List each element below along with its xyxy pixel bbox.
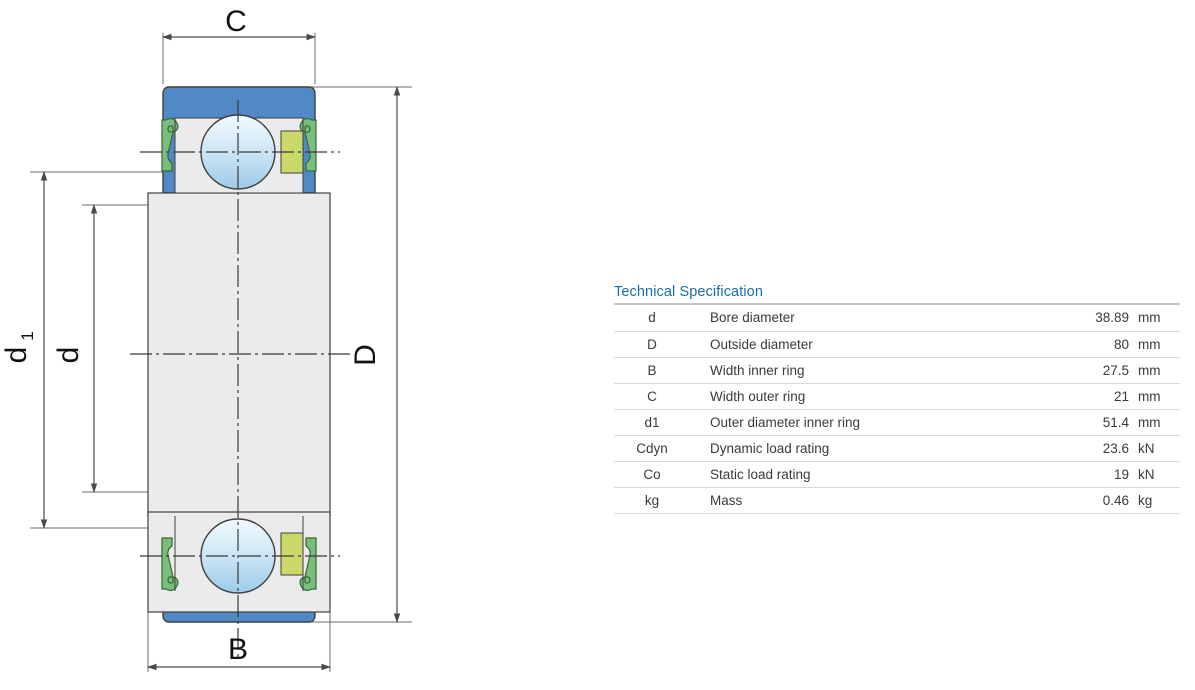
table-row: C Width outer ring 21 mm <box>614 383 1180 410</box>
row-description: Static load rating <box>698 461 1017 488</box>
row-symbol: d1 <box>614 409 698 436</box>
row-unit: mm <box>1135 409 1180 436</box>
table-row: Co Static load rating 19 kN <box>614 461 1180 488</box>
row-symbol: Cdyn <box>614 435 698 462</box>
dim-label-d: d <box>52 347 85 364</box>
row-unit: mm <box>1135 305 1180 332</box>
row-value: 51.4 <box>1017 409 1135 436</box>
row-symbol: D <box>614 331 698 358</box>
table-row: Cdyn Dynamic load rating 23.6 kN <box>614 435 1180 462</box>
row-value: 23.6 <box>1017 435 1135 462</box>
row-value: 80 <box>1017 331 1135 358</box>
table-row: d Bore diameter 38.89 mm <box>614 305 1180 332</box>
row-unit: mm <box>1135 331 1180 358</box>
dim-label-b: B <box>228 633 248 666</box>
seal <box>161 117 317 592</box>
bearing-drawing-panel: C B D d 1 d <box>0 5 412 672</box>
specification-table-body: d Bore diameter 38.89 mm D Outside diame… <box>614 305 1180 514</box>
row-description: Width outer ring <box>698 383 1017 410</box>
table-row: B Width inner ring 27.5 mm <box>614 357 1180 384</box>
svg-text:1: 1 <box>18 331 37 340</box>
row-symbol: C <box>614 383 698 410</box>
dim-label-c: C <box>225 5 247 38</box>
row-value: 21 <box>1017 383 1135 410</box>
seal-groove-lines <box>174 118 304 591</box>
row-description: Bore diameter <box>698 305 1017 332</box>
row-unit: mm <box>1135 383 1180 410</box>
row-unit: kN <box>1135 435 1180 462</box>
row-description: Mass <box>698 487 1017 514</box>
row-symbol: kg <box>614 487 698 514</box>
row-symbol: B <box>614 357 698 384</box>
row-value: 0.46 <box>1017 487 1135 514</box>
row-description: Outside diameter <box>698 331 1017 358</box>
row-value: 19 <box>1017 461 1135 488</box>
table-row: D Outside diameter 80 mm <box>614 331 1180 358</box>
row-symbol: Co <box>614 461 698 488</box>
row-description: Width inner ring <box>698 357 1017 384</box>
specification-table: d Bore diameter 38.89 mm D Outside diame… <box>614 305 1180 514</box>
dim-label-d1: d 1 <box>0 331 37 363</box>
row-symbol: d <box>614 305 698 332</box>
center-lines <box>130 100 350 660</box>
row-value: 27.5 <box>1017 357 1135 384</box>
row-value: 38.89 <box>1017 305 1135 332</box>
technical-specification-panel: Technical Specification d Bore diameter … <box>614 284 1180 514</box>
svg-text:d: d <box>0 347 33 364</box>
table-row: d1 Outer diameter inner ring 51.4 mm <box>614 409 1180 436</box>
spec-title-rule <box>614 303 1180 305</box>
bearing-cross-section-drawing: C B D d 1 d <box>0 5 412 672</box>
spec-title: Technical Specification <box>614 284 763 300</box>
table-row: kg Mass 0.46 kg <box>614 487 1180 514</box>
dim-label-big-d: D <box>349 344 382 366</box>
row-description: Dynamic load rating <box>698 435 1017 462</box>
row-unit: kN <box>1135 461 1180 488</box>
row-unit: mm <box>1135 357 1180 384</box>
row-description: Outer diameter inner ring <box>698 409 1017 436</box>
row-unit: kg <box>1135 487 1180 514</box>
dimension-lines <box>40 33 401 671</box>
